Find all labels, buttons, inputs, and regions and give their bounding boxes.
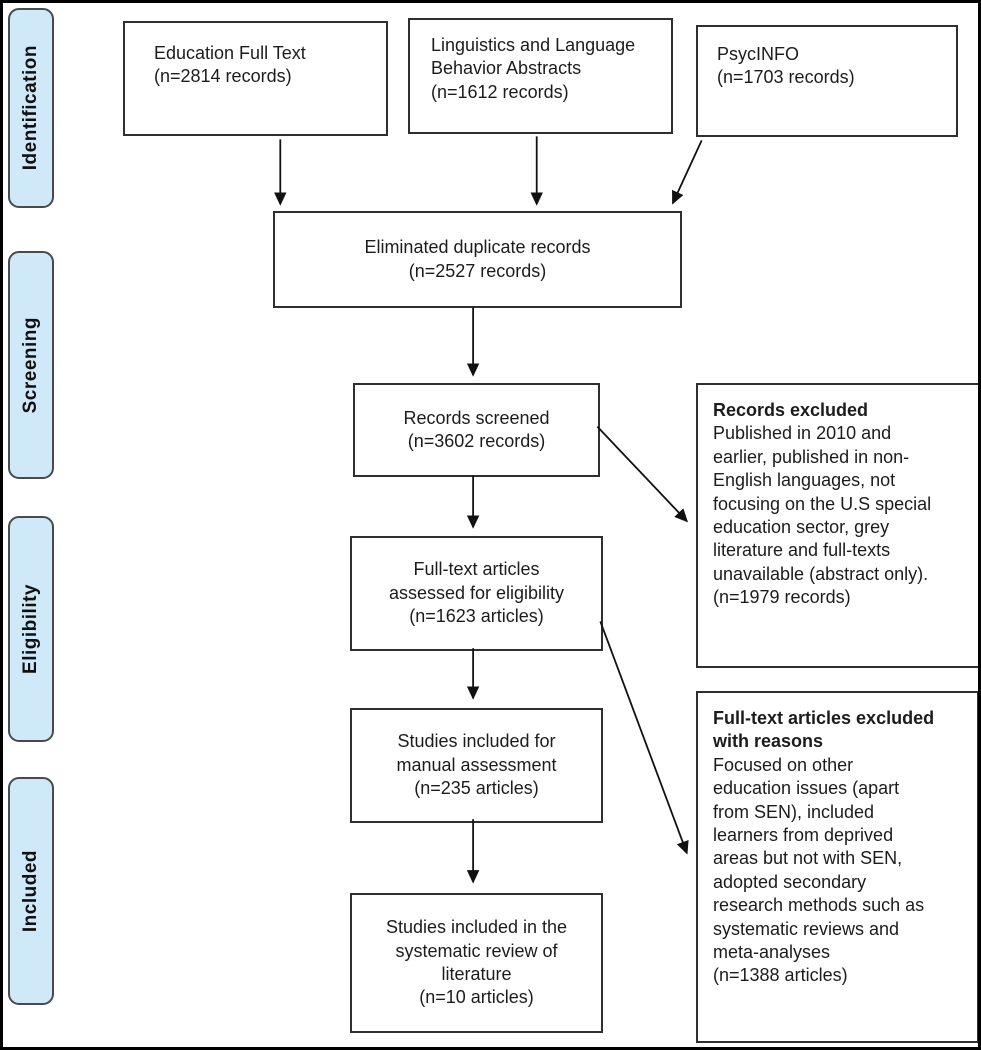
arrow-fulltext-to-fulltext-excluded <box>599 621 689 855</box>
stage-screening: Screening <box>8 251 54 479</box>
box-records-screened-label: Records screened (n=3602 records) <box>403 407 550 451</box>
stage-included-label: Included <box>20 849 41 933</box>
box-eliminated-duplicates-label: Eliminated duplicate records (n=2527 rec… <box>364 237 591 281</box>
box-records-screened: Records screened (n=3602 records) <box>353 383 600 477</box>
box-psycinfo: PsycINFO (n=1703 records) <box>696 25 958 137</box>
box-final-included-label: Studies included in the systematic revie… <box>385 917 568 1008</box>
box-eliminated-duplicates: Eliminated duplicate records (n=2527 rec… <box>273 211 682 308</box>
box-education-full-text: Education Full Text (n=2814 records) <box>123 21 388 136</box>
box-fulltext-excluded-title: Full-text articles excluded with reasons <box>713 708 935 752</box>
stage-included: Included <box>8 777 54 1005</box>
box-psycinfo-label: PsycINFO (n=1703 records) <box>717 44 855 88</box>
box-fulltext-assessed-label: Full-text articles assessed for eligibil… <box>388 559 565 627</box>
box-linguistics-abstracts: Linguistics and Language Behavior Abstra… <box>408 18 673 134</box>
arrow-screened-to-records-excluded <box>596 425 689 523</box>
stage-eligibility-label: Eligibility <box>20 584 41 674</box>
stage-screening-label: Screening <box>20 316 41 414</box>
box-linguistics-abstracts-label: Linguistics and Language Behavior Abstra… <box>431 35 636 102</box>
box-records-excluded-title: Records excluded <box>713 400 869 420</box>
box-manual-assessment-label: Studies included for manual assessment (… <box>396 731 557 799</box>
box-fulltext-assessed: Full-text articles assessed for eligibil… <box>350 536 603 651</box>
stage-identification: Identification <box>8 8 54 208</box>
stage-identification-label: Identification <box>20 45 41 171</box>
box-final-included: Studies included in the systematic revie… <box>350 893 603 1033</box>
box-fulltext-excluded-body: Focused on other education issues (apart… <box>713 754 925 986</box>
box-fulltext-excluded: Full-text articles excluded with reasons… <box>696 691 978 1043</box>
arrow-psycinfo-to-duplicates <box>672 139 703 205</box>
box-manual-assessment: Studies included for manual assessment (… <box>350 708 603 823</box>
box-records-excluded-body: Published in 2010 and earlier, published… <box>713 423 932 608</box>
stage-eligibility: Eligibility <box>8 516 54 742</box>
box-records-excluded: Records excluded Published in 2010 and e… <box>696 383 978 668</box>
box-education-full-text-label: Education Full Text (n=2814 records) <box>154 43 306 87</box>
